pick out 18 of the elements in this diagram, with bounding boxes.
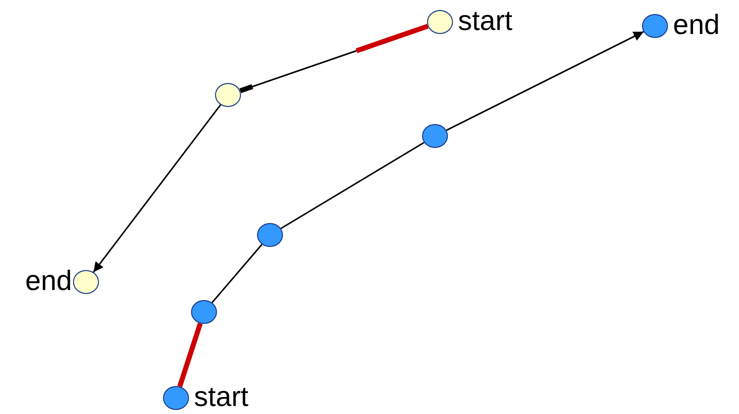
- circle-node: [257, 223, 283, 247]
- connector-line: [446, 31, 644, 131]
- node-label: end: [25, 265, 72, 297]
- node-label: end: [673, 9, 720, 41]
- circle-node: [427, 10, 453, 34]
- connector-line: [212, 244, 262, 304]
- connector-line: [177, 322, 203, 388]
- node-label: start: [194, 381, 248, 413]
- connector-line: [280, 142, 424, 230]
- connector-line: [239, 24, 429, 94]
- circle-node: [422, 124, 448, 148]
- circle-node: [191, 300, 217, 324]
- circle-node: [642, 14, 668, 38]
- circle-node: [215, 83, 241, 107]
- circle-node: [163, 386, 189, 410]
- circle-node: [73, 270, 99, 294]
- connector-line: [92, 104, 222, 273]
- node-label: start: [458, 5, 512, 37]
